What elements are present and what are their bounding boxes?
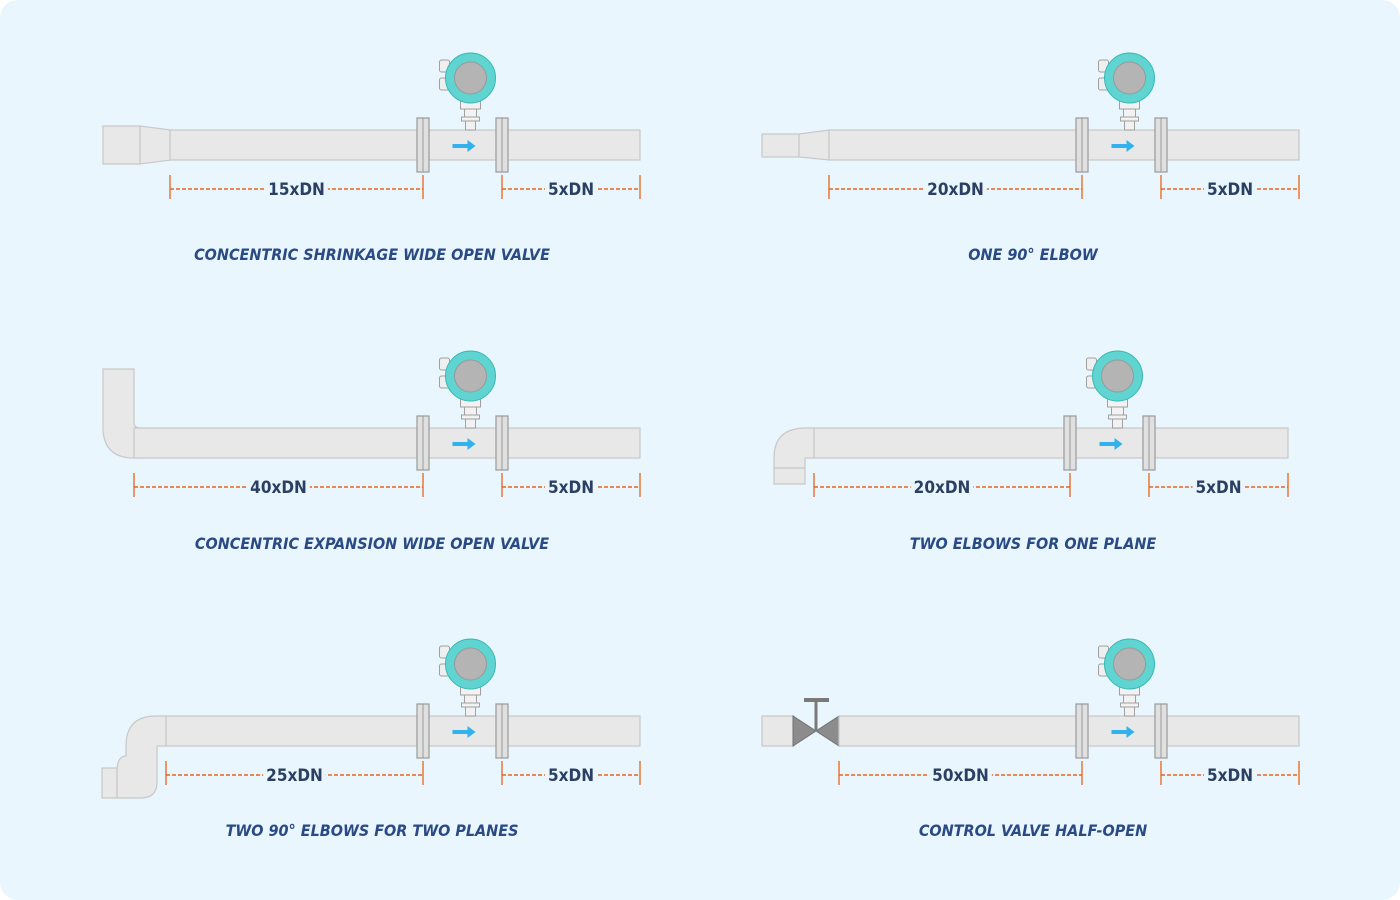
inlet-stub <box>101 767 118 799</box>
dimension-label-mask <box>544 186 598 192</box>
panel-control-valve: 50xDN 5xDN CONTROL VALVE HALF-OPEN <box>761 638 1300 840</box>
panel-one-elbow: 20xDN 5xDN ONE 90° ELBOW <box>761 52 1300 264</box>
panel-two-elbows-two-planes: 25xDN 5xDN TWO 90° ELBOWS FOR TWO PLANES <box>101 638 641 840</box>
meter-sensor <box>1112 418 1123 429</box>
meter-stem <box>1123 694 1136 704</box>
panel-concentric-shrinkage: 15xDN 5xDN CONCENTRIC SHRINKAGE WIDE OPEN … <box>102 52 641 264</box>
dimension-label-mask <box>263 772 326 778</box>
transmitter-display <box>1113 647 1146 681</box>
downstream-distance-label: 5xDN <box>548 478 594 498</box>
flow-arrow-head <box>467 726 476 738</box>
downstream-distance-label: 5xDN <box>1207 180 1253 200</box>
downstream-straight-pipe <box>1160 129 1300 161</box>
meter-collar <box>461 116 480 122</box>
inlet-pipe <box>761 715 795 747</box>
panel-caption: TWO 90° ELBOWS FOR TWO PLANES <box>226 821 519 840</box>
panel-caption: CONTROL VALVE HALF-OPEN <box>919 821 1147 840</box>
flow-arrow-head <box>1126 140 1135 152</box>
meter-sensor <box>1124 706 1135 717</box>
downstream-distance-label: 5xDN <box>548 180 594 200</box>
panel-concentric-expansion: 40xDN 5xDN CONCENTRIC EXPANSION WIDE OPEN … <box>102 350 641 553</box>
dimension-label-mask <box>247 484 310 490</box>
dimension-label-mask <box>265 186 328 192</box>
dimension-label-mask <box>929 772 992 778</box>
downstream-straight-pipe <box>501 427 641 459</box>
meter-collar <box>1108 414 1127 420</box>
concentric-reducer <box>139 125 172 165</box>
outlet-stub <box>773 467 806 485</box>
flow-arrow-head <box>467 140 476 152</box>
meter-collar <box>461 702 480 708</box>
flow-arrow-head <box>467 438 476 450</box>
dimension-label-mask <box>924 186 987 192</box>
downstream-straight-pipe <box>1148 427 1289 459</box>
flow-arrow-shaft <box>1111 144 1128 148</box>
upstream-distance-label: 20xDN <box>914 478 971 498</box>
flow-arrow-shaft <box>452 730 469 734</box>
panel-caption: CONCENTRIC EXPANSION WIDE OPEN VALVE <box>195 534 549 553</box>
panel-caption: ONE 90° ELBOW <box>968 245 1099 264</box>
meter-collar <box>1120 116 1139 122</box>
flow-arrow-shaft <box>1099 442 1116 446</box>
flow-arrow-shaft <box>1111 730 1128 734</box>
dimension-label-mask <box>1203 186 1257 192</box>
dimension-label-mask <box>1203 772 1257 778</box>
flow-arrow-shaft <box>452 144 469 148</box>
transmitter-display <box>1101 359 1134 393</box>
downstream-straight-pipe <box>1160 715 1300 747</box>
meter-stem <box>464 406 477 416</box>
downstream-straight-pipe <box>501 129 641 161</box>
panel-caption: CONCENTRIC SHRINKAGE WIDE OPEN VALVE <box>194 245 550 264</box>
upstream-straight-pipe <box>838 715 1083 747</box>
double-elbow-two-planes <box>116 715 168 799</box>
downstream-straight-pipe <box>501 715 641 747</box>
dimension-label-mask <box>544 484 598 490</box>
flow-arrow-shaft <box>452 442 469 446</box>
meter-sensor <box>465 706 476 717</box>
concentric-expander <box>798 129 830 161</box>
transmitter-display <box>1113 61 1146 95</box>
meter-sensor <box>1124 120 1135 131</box>
meter-sensor <box>465 120 476 131</box>
inlet-pipe <box>102 125 141 165</box>
meter-stem <box>464 108 477 118</box>
flow-arrow-head <box>1114 438 1123 450</box>
upstream-straight-pipe <box>165 715 424 747</box>
upstream-distance-label: 40xDN <box>250 478 307 498</box>
panel-caption: TWO ELBOWS FOR ONE PLANE <box>910 534 1157 553</box>
transmitter-display <box>454 359 487 393</box>
dimension-label-mask <box>544 772 598 778</box>
upstream-distance-label: 25xDN <box>266 766 323 786</box>
meter-stem <box>1123 108 1136 118</box>
meter-collar <box>1120 702 1139 708</box>
meter-stem <box>464 694 477 704</box>
transmitter-display <box>454 647 487 681</box>
downstream-distance-label: 5xDN <box>548 766 594 786</box>
upstream-distance-label: 15xDN <box>268 180 325 200</box>
downstream-distance-label: 5xDN <box>1195 478 1241 498</box>
downstream-distance-label: 5xDN <box>1207 766 1253 786</box>
dimension-label-mask <box>1192 484 1245 490</box>
upstream-straight-pipe <box>133 427 424 459</box>
meter-sensor <box>465 418 476 429</box>
upstream-distance-label: 20xDN <box>927 180 984 200</box>
panel-two-elbows-one-plane: 20xDN 5xDN TWO ELBOWS FOR ONE PLANE <box>773 350 1289 553</box>
upstream-straight-pipe <box>828 129 1083 161</box>
upstream-straight-pipe <box>813 427 1071 459</box>
double-elbow-one-plane <box>773 427 816 469</box>
transmitter-display <box>454 61 487 95</box>
meter-collar <box>461 414 480 420</box>
upstream-distance-label: 50xDN <box>932 766 989 786</box>
upstream-straight-pipe <box>169 129 424 161</box>
meter-stem <box>1111 406 1124 416</box>
dimension-label-mask <box>910 484 974 490</box>
flow-arrow-head <box>1126 726 1135 738</box>
inlet-pipe <box>761 133 800 158</box>
